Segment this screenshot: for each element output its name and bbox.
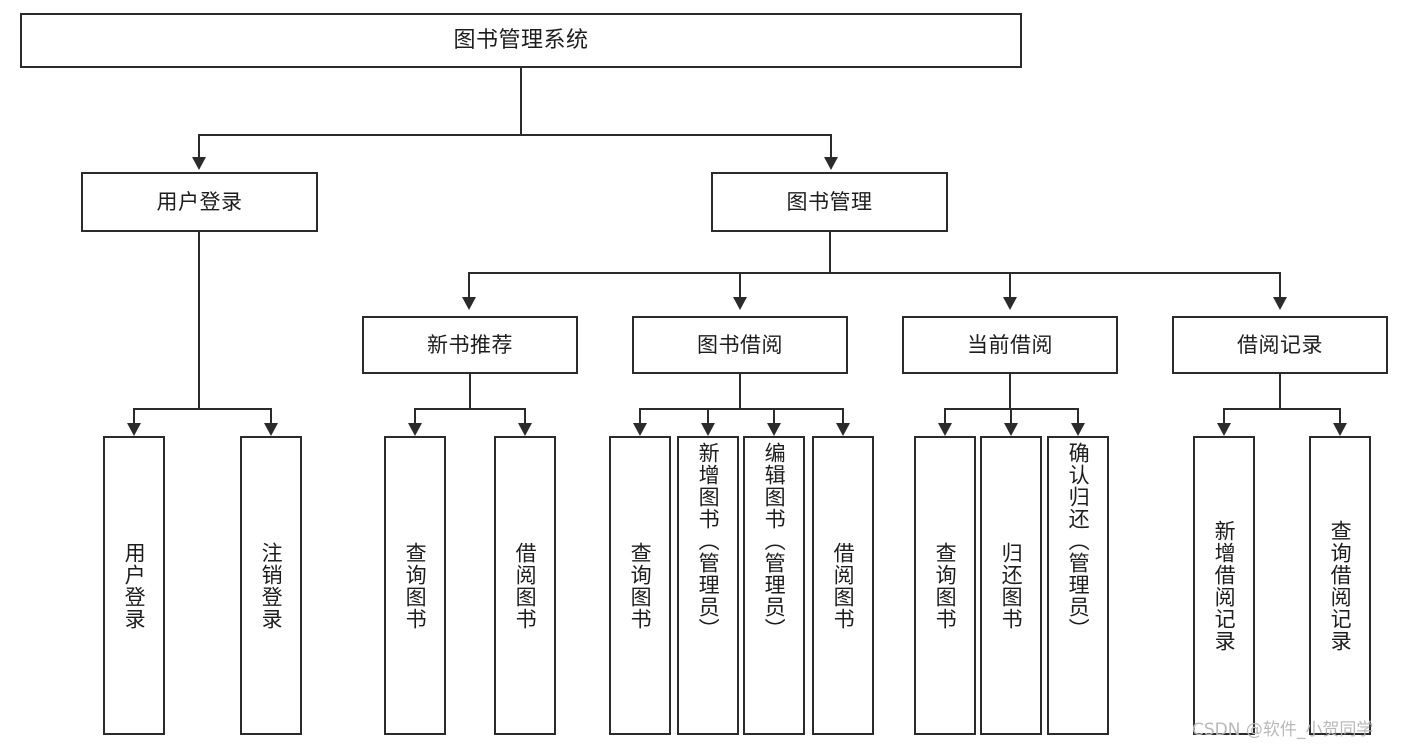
connector-borrow-record-stem — [1279, 374, 1281, 409]
leaf-br-add-record[interactable]: 新增借阅记录 — [1193, 436, 1255, 735]
arrow-borrow-record — [1273, 297, 1287, 310]
leaf-label: 查询图书 — [933, 541, 958, 630]
arrow-cb-leaf-3 — [1071, 423, 1085, 436]
node-borrow-record[interactable]: 借阅记录 — [1172, 316, 1388, 374]
leaf-label: 新增图书（管理员） — [696, 442, 721, 640]
node-book-borrow[interactable]: 图书借阅 — [632, 316, 848, 374]
leaf-label: 用户登录 — [122, 541, 147, 630]
leaf-label: 查询借阅记录 — [1328, 519, 1353, 652]
leaf-label: 查询图书 — [628, 541, 653, 630]
connector-drop-br-leaf-1 — [1223, 408, 1225, 424]
connector-drop-br-leaf-2 — [1339, 408, 1341, 424]
leaf-label: 编辑图书（管理员） — [762, 442, 787, 640]
leaf-logout[interactable]: 注销登录 — [240, 436, 302, 735]
leaf-bb-query-book[interactable]: 查询图书 — [609, 436, 671, 735]
leaf-bb-borrow-book[interactable]: 借阅图书 — [812, 436, 874, 735]
connector-book-borrow-bus — [639, 408, 844, 410]
arrow-br-leaf-2 — [1333, 423, 1347, 436]
connector-drop-bb-leaf-1 — [639, 408, 641, 424]
leaf-label: 借阅图书 — [513, 541, 538, 630]
leaf-label: 归还图书 — [999, 541, 1024, 630]
connector-drop-cb-leaf-3 — [1077, 408, 1079, 424]
node-label: 图书管理系统 — [453, 27, 589, 53]
node-label: 当前借阅 — [967, 332, 1053, 357]
connector-drop-cb-leaf-2 — [1010, 408, 1012, 424]
leaf-nbr-query-book[interactable]: 查询图书 — [384, 436, 446, 735]
connector-drop-bb-leaf-4 — [842, 408, 844, 424]
node-label: 图书管理 — [786, 189, 873, 214]
node-root-book-management-system[interactable]: 图书管理系统 — [20, 13, 1022, 68]
arrow-bb-leaf-4 — [836, 423, 850, 436]
arrow-book-borrow — [733, 297, 747, 310]
node-user-login[interactable]: 用户登录 — [81, 172, 318, 232]
connector-drop-cb-leaf-1 — [944, 408, 946, 424]
arrow-cb-leaf-2 — [1004, 423, 1018, 436]
arrow-new-book-recommend — [462, 297, 476, 310]
connector-user-login-stem — [198, 232, 200, 409]
leaf-label: 确认归还（管理员） — [1066, 442, 1091, 640]
connector-drop-nbr-leaf-1 — [414, 408, 416, 424]
leaf-nbr-borrow-book[interactable]: 借阅图书 — [494, 436, 556, 735]
leaf-label: 查询图书 — [403, 541, 428, 630]
arrow-user-login-leaf-2 — [264, 423, 278, 436]
arrow-cb-leaf-1 — [938, 423, 952, 436]
arrow-nbr-leaf-2 — [518, 423, 532, 436]
leaf-cb-return-book[interactable]: 归还图书 — [980, 436, 1042, 735]
connector-drop-bb-leaf-3 — [773, 408, 775, 424]
arrow-user-login-leaf-1 — [127, 423, 141, 436]
leaf-cb-confirm-return-admin[interactable]: 确认归还（管理员） — [1047, 436, 1109, 735]
arrow-bb-leaf-1 — [633, 423, 647, 436]
connector-root-stem — [520, 68, 522, 135]
node-label: 新书推荐 — [427, 332, 513, 357]
connector-new-book-recommend-bus — [414, 408, 526, 410]
connector-drop-user-login-leaf-2 — [270, 408, 272, 424]
connector-book-borrow-stem — [739, 374, 741, 409]
arrow-bb-leaf-2 — [701, 423, 715, 436]
node-label: 借阅记录 — [1237, 332, 1323, 357]
arrow-nbr-leaf-1 — [408, 423, 422, 436]
connector-book-management-stem — [829, 232, 831, 273]
leaf-label: 借阅图书 — [831, 541, 856, 630]
connector-drop-user-login — [198, 134, 200, 158]
node-new-book-recommend[interactable]: 新书推荐 — [362, 316, 578, 374]
connector-drop-user-login-leaf-1 — [133, 408, 135, 424]
connector-drop-new-book-recommend — [468, 272, 470, 298]
arrow-current-borrow — [1003, 297, 1017, 310]
connector-drop-borrow-record — [1279, 272, 1281, 298]
connector-drop-current-borrow — [1009, 272, 1011, 298]
arrow-user-login — [192, 157, 206, 170]
arrow-book-management — [824, 157, 838, 170]
node-label: 用户登录 — [156, 189, 243, 214]
arrow-bb-leaf-3 — [767, 423, 781, 436]
leaf-bb-add-book-admin[interactable]: 新增图书（管理员） — [677, 436, 739, 735]
connector-new-book-recommend-stem — [469, 374, 471, 409]
connector-drop-nbr-leaf-2 — [524, 408, 526, 424]
node-book-management[interactable]: 图书管理 — [711, 172, 948, 232]
leaf-label: 新增借阅记录 — [1212, 519, 1237, 652]
connector-drop-book-borrow — [739, 272, 741, 298]
leaf-bb-edit-book-admin[interactable]: 编辑图书（管理员） — [743, 436, 805, 735]
node-current-borrow[interactable]: 当前借阅 — [902, 316, 1118, 374]
leaf-cb-query-book[interactable]: 查询图书 — [914, 436, 976, 735]
leaf-br-query-record[interactable]: 查询借阅记录 — [1309, 436, 1371, 735]
leaf-label: 注销登录 — [259, 541, 284, 630]
connector-level3-bus — [468, 272, 1280, 274]
connector-borrow-record-bus — [1223, 408, 1341, 410]
leaf-user-login[interactable]: 用户登录 — [103, 436, 165, 735]
connector-drop-book-management — [830, 134, 832, 158]
node-label: 图书借阅 — [697, 332, 783, 357]
connector-current-borrow-stem — [1009, 374, 1011, 409]
connector-drop-bb-leaf-2 — [707, 408, 709, 424]
connector-level2-bus — [198, 134, 832, 136]
arrow-br-leaf-1 — [1217, 423, 1231, 436]
connector-user-login-bus — [133, 408, 272, 410]
